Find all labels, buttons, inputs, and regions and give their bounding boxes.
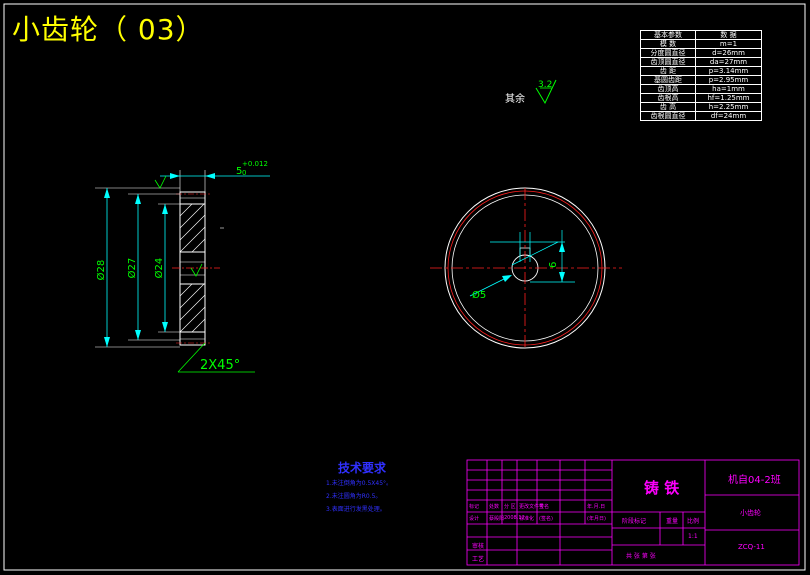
front-view [430, 187, 622, 350]
tb-sheet-info: 共 张 第 张 [626, 553, 656, 560]
roughness-label: 其余 [505, 94, 525, 105]
param-name: 基圆齿距 [640, 75, 696, 85]
param-name: 齿 高 [640, 102, 696, 112]
roughness-value: 3.2 [538, 80, 552, 90]
tb-process: 工艺 [472, 556, 485, 563]
dim-height: 6 [548, 262, 559, 268]
param-name: 分度圆直径 [640, 48, 696, 58]
chamfer-label: 2X45° [200, 358, 240, 373]
param-name: 齿根高 [640, 93, 696, 103]
param-name: 模 数 [640, 39, 696, 49]
tb-cell: 年.月.日 [587, 504, 606, 510]
dim-tol-upper: +0.012 [242, 160, 268, 168]
param-value: ha=1mm [695, 84, 762, 94]
tb-cell: 2008.12 [504, 515, 525, 521]
param-value: p=2.95mm [695, 75, 762, 85]
param-name: 齿根圆直径 [640, 111, 696, 121]
drawing-title: 小齿轮（ 03） [12, 13, 205, 46]
param-value: h=2.25mm [695, 102, 762, 112]
dim-width: 5 [236, 166, 242, 177]
tech-item-1: 1.未注倒角为0.5X45°。 [326, 480, 393, 487]
tb-cell: 标记 [469, 504, 480, 510]
tech-item-3: 3.表面进行发黑处理。 [326, 506, 386, 513]
tb-part-name: 小齿轮 [740, 509, 761, 517]
tb-cell: 分 区 [504, 504, 516, 510]
tb-review: 审核 [472, 543, 485, 550]
param-name: 齿顶圆直径 [640, 57, 696, 67]
tb-cell: 更改文件号 [519, 504, 545, 510]
tb-cell: 设计 [469, 516, 480, 522]
dim-dia-outer: Ø28 [95, 260, 107, 281]
dim-dia-inner: Ø24 [153, 258, 165, 279]
tb-material: 铸 铁 [644, 479, 680, 497]
tb-cell: 标准化 [519, 516, 535, 522]
param-name: 基本参数 [640, 30, 696, 40]
side-view [95, 170, 270, 373]
dim-bore: Ø5 [472, 289, 486, 301]
tb-scale-label: 比例 [687, 518, 700, 525]
param-value: hf=1.25mm [695, 93, 762, 103]
param-value: m=1 [695, 39, 762, 49]
param-value: 数 据 [695, 30, 762, 40]
tb-cell: 签名 [539, 504, 550, 510]
tb-cell: (年月日) [587, 516, 606, 522]
tb-drawing-no: ZCQ-11 [738, 543, 765, 551]
dim-dia-mid: Ø27 [126, 258, 138, 279]
roughness-symbol [535, 79, 557, 105]
tech-requirements-title: 技术要求 [338, 461, 387, 475]
tb-scale: 1:1 [688, 533, 698, 540]
param-value: d=26mm [695, 48, 762, 58]
param-value: da=27mm [695, 57, 762, 67]
param-value: p=3.14mm [695, 66, 762, 76]
title-block-frame [466, 459, 800, 566]
dim-tol-lower: 0 [242, 169, 246, 177]
tb-cell: (签名) [539, 516, 553, 522]
tech-item-2: 2.未注圆角为R0.5。 [326, 493, 382, 500]
tb-weight-label: 重量 [666, 518, 679, 525]
tb-cell: 处数 [489, 504, 500, 510]
drawing-border [3, 3, 806, 571]
param-name: 齿 距 [640, 66, 696, 76]
tb-cell: 蔡殿阳 [489, 516, 505, 522]
tb-company: 机自04-2班 [728, 475, 781, 486]
param-value: df=24mm [695, 111, 762, 121]
param-name: 齿顶高 [640, 84, 696, 94]
param-table-header: 基本参数数 据 [640, 30, 762, 40]
tb-stage-label: 阶段标记 [622, 518, 647, 525]
